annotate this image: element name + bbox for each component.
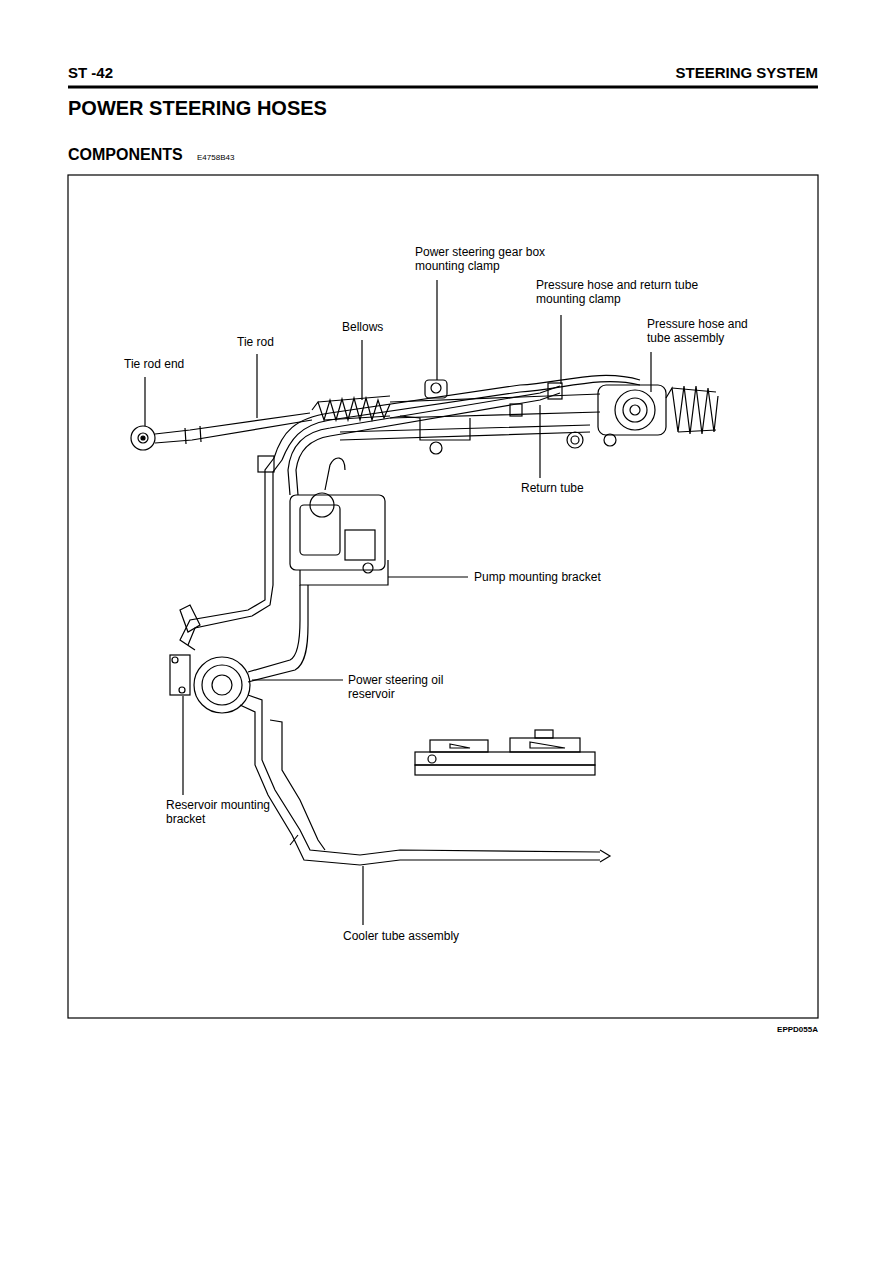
section-code: E4758B43 xyxy=(197,153,234,163)
section-name: STEERING SYSTEM xyxy=(675,64,818,82)
part-name: Power steering gear box mounting clamp xyxy=(415,245,565,274)
page-title: POWER STEERING HOSES xyxy=(68,97,327,120)
part-name: Tie rod xyxy=(237,335,274,349)
part-name: Pressure hose and tube assembly xyxy=(647,317,759,346)
figure-code: EPPD055A xyxy=(777,1025,818,1035)
part-name: Tie rod end xyxy=(124,357,184,371)
part-name: Bellows xyxy=(342,320,383,334)
page-number: ST -42 xyxy=(68,64,113,82)
part-name: Cooler tube assembly xyxy=(343,929,459,943)
part-name: Power steering oil reservoir xyxy=(348,673,448,702)
part-name: Pump mounting bracket xyxy=(474,570,601,584)
part-name: Reservoir mounting bracket xyxy=(166,798,286,827)
part-name: Pressure hose and return tube mounting c… xyxy=(536,278,701,307)
section-heading: COMPONENTS xyxy=(68,145,183,164)
part-name: Return tube xyxy=(521,481,584,495)
